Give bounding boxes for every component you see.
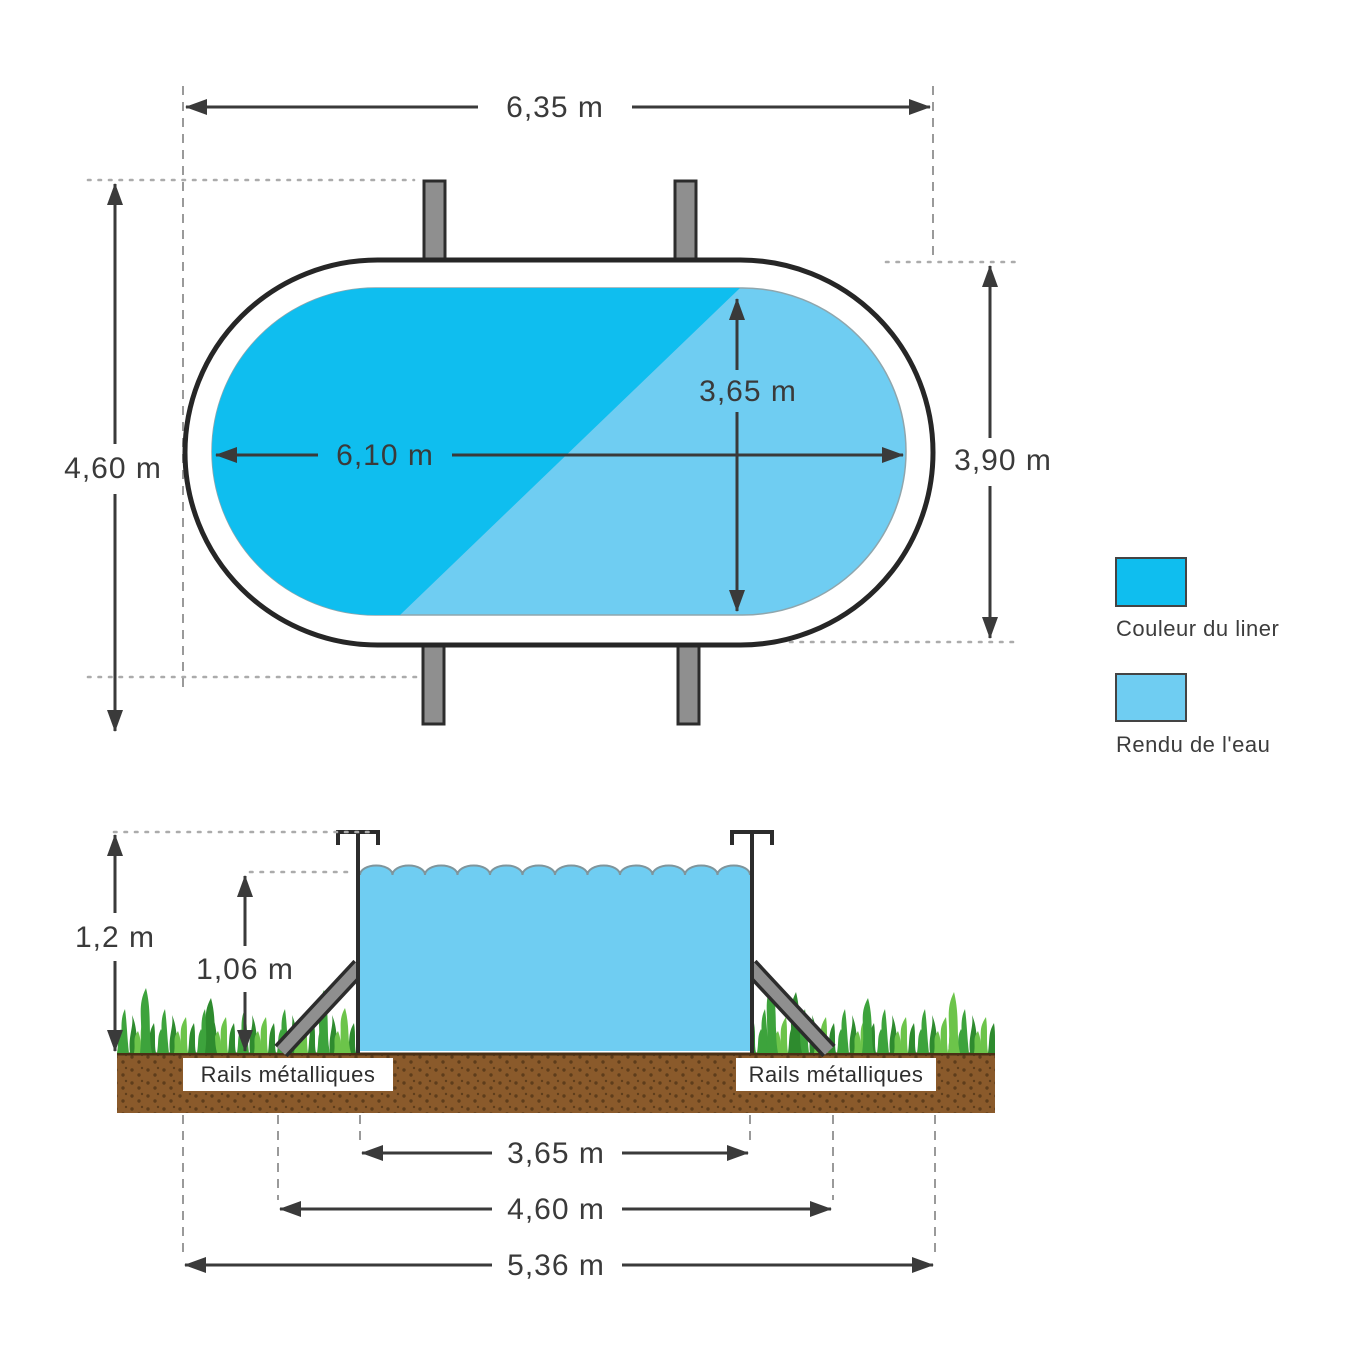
dimension-label-liner-width-bottom: 3,65 m	[507, 1137, 605, 1170]
dimension-label-water-height: 1,06 m	[196, 953, 294, 986]
legend-swatch-water	[1115, 673, 1187, 722]
rails-label-right: Rails métalliques	[749, 1062, 924, 1087]
rails-label-box-left	[183, 1058, 393, 1091]
top-view: 6,35 m 4,60 m 6,10 m 3,65 m 3,90 m	[64, 86, 1052, 732]
dimension-label-footprint-width: 4,60 m	[507, 1193, 605, 1226]
section-water	[360, 865, 750, 1051]
legend-label-water: Rendu de l'eau	[1116, 732, 1270, 757]
dimension-label-overall-length: 6,35 m	[506, 91, 604, 124]
dimension-label-liner-width: 3,65 m	[699, 375, 797, 408]
dimension-outer-width: 3,90 m	[954, 265, 1052, 639]
dimension-water-height: 1,06 m	[196, 875, 294, 1052]
brace-right	[745, 962, 834, 1055]
water-surface-line	[359, 864, 751, 876]
dimension-overall-length: 6,35 m	[185, 91, 931, 124]
dimension-label-rails-width: 5,36 m	[507, 1249, 605, 1282]
dimension-liner-length: 6,10 m	[215, 439, 904, 472]
section-view: Rails métalliques Rails métalliques	[75, 830, 995, 1282]
post-top-right	[673, 179, 698, 265]
dimension-liner-width-bottom: 3,65 m	[361, 1137, 749, 1170]
rails-label-left: Rails métalliques	[201, 1062, 376, 1087]
dimension-label-liner-length: 6,10 m	[336, 439, 434, 472]
legend-label-liner: Couleur du liner	[1116, 616, 1279, 641]
dimension-label-overall-width: 4,60 m	[64, 452, 162, 485]
top-rail-bracket-right	[730, 830, 774, 845]
dimension-label-wall-height: 1,2 m	[75, 921, 155, 954]
dimension-rails-width: 5,36 m	[184, 1249, 934, 1282]
brace-left	[276, 962, 365, 1055]
dimension-overall-width: 4,60 m	[64, 183, 162, 732]
dimension-label-outer-width: 3,90 m	[954, 444, 1052, 477]
legend-swatch-liner	[1115, 557, 1187, 607]
dimension-wall-height: 1,2 m	[75, 834, 155, 1052]
post-top-left	[422, 179, 447, 265]
legend: Couleur du liner Rendu de l'eau	[1115, 557, 1279, 757]
dimension-liner-width: 3,65 m	[699, 298, 797, 612]
rails-label-box-right	[736, 1058, 936, 1091]
pool-liner-area	[212, 288, 740, 615]
post-bottom-right	[676, 640, 701, 726]
post-bottom-left	[421, 640, 446, 726]
dimension-footprint-width: 4,60 m	[279, 1193, 832, 1226]
